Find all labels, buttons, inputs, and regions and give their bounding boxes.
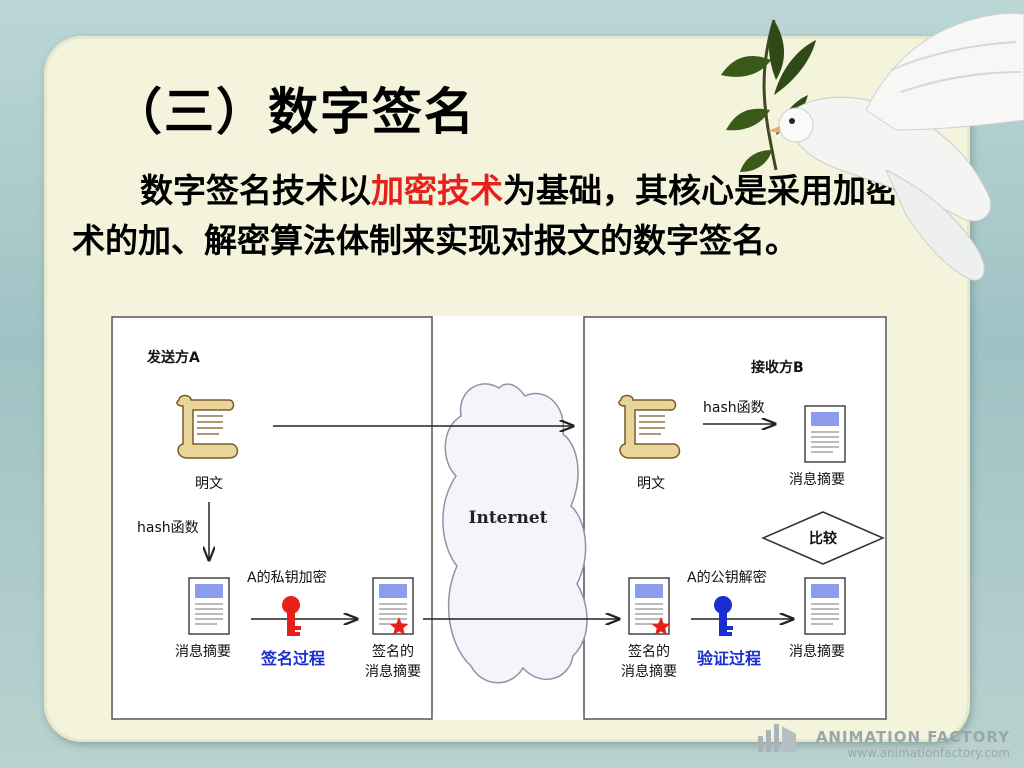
internet-cloud-icon [442, 383, 588, 684]
paragraph-text-before: 数字签名技术以 [140, 171, 371, 210]
sender-title: 发送方A [146, 349, 200, 366]
receiver-signed-label-2: 消息摘要 [621, 663, 677, 680]
footer-url: www.animationfactory.com [847, 746, 1010, 760]
sender-star-icon [389, 617, 409, 636]
compare-diamond [761, 511, 885, 565]
receiver-star-icon [651, 617, 671, 636]
private-key-icon [282, 596, 301, 636]
sender-hash-label: hash函数 [137, 520, 199, 536]
slide-paragraph: 数字签名技术以加密技术为基础，其核心是采用加密技术的加、解密算法体制来实现对报文… [72, 166, 962, 266]
sender-panel [111, 316, 433, 720]
public-key-label: A的公钥解密 [687, 569, 767, 586]
receiver-hash-label: hash函数 [703, 400, 765, 416]
receiver-decrypted-label: 消息摘要 [789, 643, 845, 660]
paragraph-highlight: 加密技术 [371, 171, 503, 210]
signature-diagram: Internet 发送方A 明文 hash函数 消息摘要 A的私钥加密 签名过程… [111, 316, 887, 720]
private-key-label: A的私钥加密 [247, 569, 327, 586]
sender-digest-label: 消息摘要 [175, 643, 231, 660]
sender-signed-label-2: 消息摘要 [365, 663, 421, 680]
public-key-icon [714, 596, 733, 636]
sender-plaintext-scroll-icon [176, 394, 239, 459]
verify-process-label: 验证过程 [697, 649, 761, 668]
footer-brand: ANIMATION FACTORY [815, 728, 1010, 746]
receiver-digest-label: 消息摘要 [789, 471, 845, 488]
sign-process-label: 签名过程 [260, 649, 325, 668]
compare-label: 比较 [809, 530, 837, 547]
footer-branding: ANIMATION FACTORY www.animationfactory.c… [816, 728, 1010, 760]
sender-plaintext-label: 明文 [195, 476, 223, 492]
slide-title: （三）数字签名 [112, 82, 476, 141]
internet-label: Internet [469, 508, 548, 528]
receiver-plaintext-label: 明文 [637, 476, 665, 492]
paragraph-text-after: 为基础，其核心是采用加密技术的加、解密算法体制来实现对报文的数字签名。 [72, 171, 932, 260]
receiver-signed-label-1: 签名的 [628, 643, 670, 660]
receiver-panel [583, 316, 887, 720]
dove-with-olive-branch-icon [721, 12, 1024, 281]
sender-digest-doc-icon [188, 577, 230, 635]
receiver-digest-doc-icon [804, 405, 846, 463]
animation-factory-logo-icon [758, 724, 796, 752]
sender-signed-label-1: 签名的 [372, 643, 414, 660]
receiver-title: 接收方B [751, 359, 804, 376]
receiver-decrypted-doc-icon [804, 577, 846, 635]
receiver-plaintext-scroll-icon [618, 394, 681, 459]
